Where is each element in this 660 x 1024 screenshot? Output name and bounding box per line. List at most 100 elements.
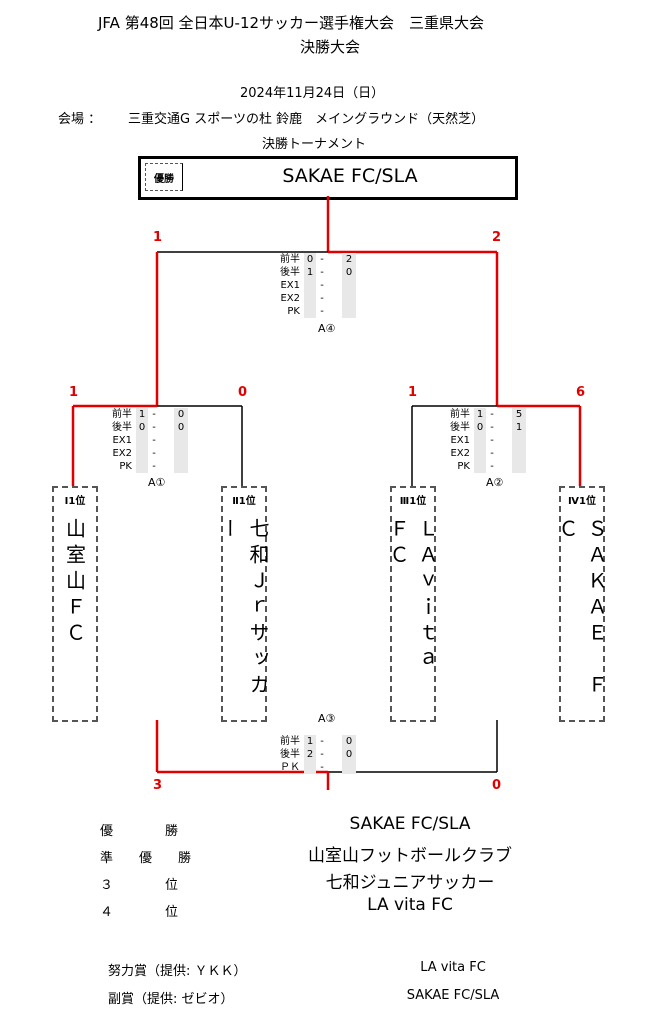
score-left: 1: [474, 408, 486, 421]
awards-list: 努力賞（提供: ＹＫＫ） LA vita FC 副賞（提供: ゼビオ） SAKA…: [108, 960, 568, 1016]
team-rank: Ⅲ1位: [399, 496, 427, 507]
result-row: ４ 位 LA vita FC: [100, 895, 570, 922]
team-box-3: Ⅲ1位 ＬＡｖｉｔａ ＦＣ: [386, 486, 439, 722]
score-right: [342, 292, 356, 305]
team-rank: Ⅳ1位: [568, 496, 596, 507]
score-dash: -: [490, 422, 494, 433]
team-box-4: Ⅳ1位 ＳＡＫＡＥ ＦＣ: [555, 486, 608, 722]
champion-label: 優勝: [145, 163, 183, 191]
score-dash: -: [320, 749, 324, 760]
result-team: SAKAE FC/SLA: [349, 814, 471, 834]
a1-label: A①: [148, 476, 166, 489]
score-label: 後半: [450, 422, 470, 433]
award-row: 努力賞（提供: ＹＫＫ） LA vita FC: [108, 960, 568, 988]
a2-right-total: 6: [576, 385, 586, 400]
score-left: [136, 447, 148, 460]
score-right: [342, 279, 356, 292]
score-dash: -: [490, 448, 494, 459]
a2-label: A②: [486, 476, 504, 489]
a4-right-total: 2: [492, 230, 502, 245]
venue-label: 会場 ：: [58, 112, 102, 127]
result-row: 優 勝 SAKAE FC/SLA: [100, 814, 570, 841]
team-name: 七和Ｊｒサッカー: [217, 518, 270, 700]
score-label: PK: [457, 461, 470, 472]
result-place: 準 優 勝: [100, 851, 192, 866]
team-name: 山室山ＦＣ: [62, 518, 87, 648]
score-label: PK: [119, 461, 132, 472]
result-team: 七和ジュニアサッカー: [325, 873, 495, 893]
score-left: 2: [304, 748, 316, 761]
score-dash: -: [490, 461, 494, 472]
team-rank: Ⅱ1位: [232, 496, 256, 507]
result-place: ３ 位: [100, 878, 179, 893]
event-title: JFA 第48回 全日本U-12サッカー選手権大会 三重県大会: [98, 14, 485, 32]
a4-label: A④: [318, 322, 336, 335]
score-left: [474, 460, 486, 473]
score-label: EX1: [112, 435, 132, 446]
score-label: ＰＫ: [280, 762, 300, 773]
team-name: ＬＡｖｉｔａ ＦＣ: [386, 518, 439, 700]
results-list: 優 勝 SAKAE FC/SLA 準 優 勝 山室山フットボールクラブ ３ 位 …: [100, 814, 570, 922]
score-label: 後半: [112, 422, 132, 433]
score-left: [304, 305, 316, 318]
score-right: [512, 447, 526, 460]
score-left: [136, 460, 148, 473]
score-right: [174, 434, 188, 447]
score-dash: -: [152, 461, 156, 472]
score-left: [304, 279, 316, 292]
event-subtitle: 決勝大会: [300, 38, 361, 56]
team-rank: Ⅰ1位: [64, 496, 86, 507]
score-left: [304, 761, 316, 774]
a3-right-total: 0: [492, 778, 502, 793]
score-right: 0: [342, 266, 356, 279]
score-label: EX1: [450, 435, 470, 446]
score-label: 前半: [280, 254, 300, 265]
award-team: LA vita FC: [420, 960, 486, 975]
score-label: 後半: [280, 267, 300, 278]
score-dash: -: [320, 267, 324, 278]
result-row: ３ 位 七和ジュニアサッカー: [100, 868, 570, 895]
score-right: [174, 447, 188, 460]
award-row: 副賞（提供: ゼビオ） SAKAE FC/SLA: [108, 988, 568, 1016]
a4-left-total: 1: [153, 230, 163, 245]
score-right: [512, 460, 526, 473]
score-left: [136, 434, 148, 447]
score-dash: -: [320, 293, 324, 304]
score-label: EX2: [450, 448, 470, 459]
team-box-2: Ⅱ1位 七和Ｊｒサッカー: [217, 486, 270, 722]
score-dash: -: [490, 409, 494, 420]
score-dash: -: [320, 762, 324, 773]
bracket-lines: [71, 196, 582, 790]
a1-left-total: 1: [69, 385, 79, 400]
score-label: 前半: [112, 409, 132, 420]
score-dash: -: [320, 280, 324, 291]
score-left: [474, 447, 486, 460]
venue-name: 三重交通G スポーツの杜 鈴鹿 メイングラウンド（天然芝）: [128, 112, 485, 127]
champion-team: SAKAE FC/SLA: [282, 165, 418, 187]
a2-left-total: 1: [408, 385, 418, 400]
score-left: 1: [304, 735, 316, 748]
score-left: [474, 434, 486, 447]
score-dash: -: [490, 435, 494, 446]
score-left: [304, 292, 316, 305]
score-right: [342, 761, 356, 774]
a1-right-total: 0: [238, 385, 248, 400]
score-right: 0: [174, 421, 188, 434]
a3-left-total: 3: [153, 778, 163, 793]
score-left: 0: [136, 421, 148, 434]
score-label: EX2: [112, 448, 132, 459]
score-right: 0: [342, 748, 356, 761]
score-right: 2: [342, 253, 356, 266]
award-team: SAKAE FC/SLA: [406, 988, 500, 1003]
team-name: ＳＡＫＡＥ ＦＣ: [555, 518, 608, 700]
score-dash: -: [152, 409, 156, 420]
score-left: 1: [304, 266, 316, 279]
award-label: 努力賞（提供: ＹＫＫ）: [108, 964, 247, 979]
a3-label: A③: [318, 712, 336, 725]
result-team: 山室山フットボールクラブ: [308, 846, 512, 866]
score-dash: -: [152, 435, 156, 446]
score-label: 前半: [280, 736, 300, 747]
score-left: 1: [136, 408, 148, 421]
